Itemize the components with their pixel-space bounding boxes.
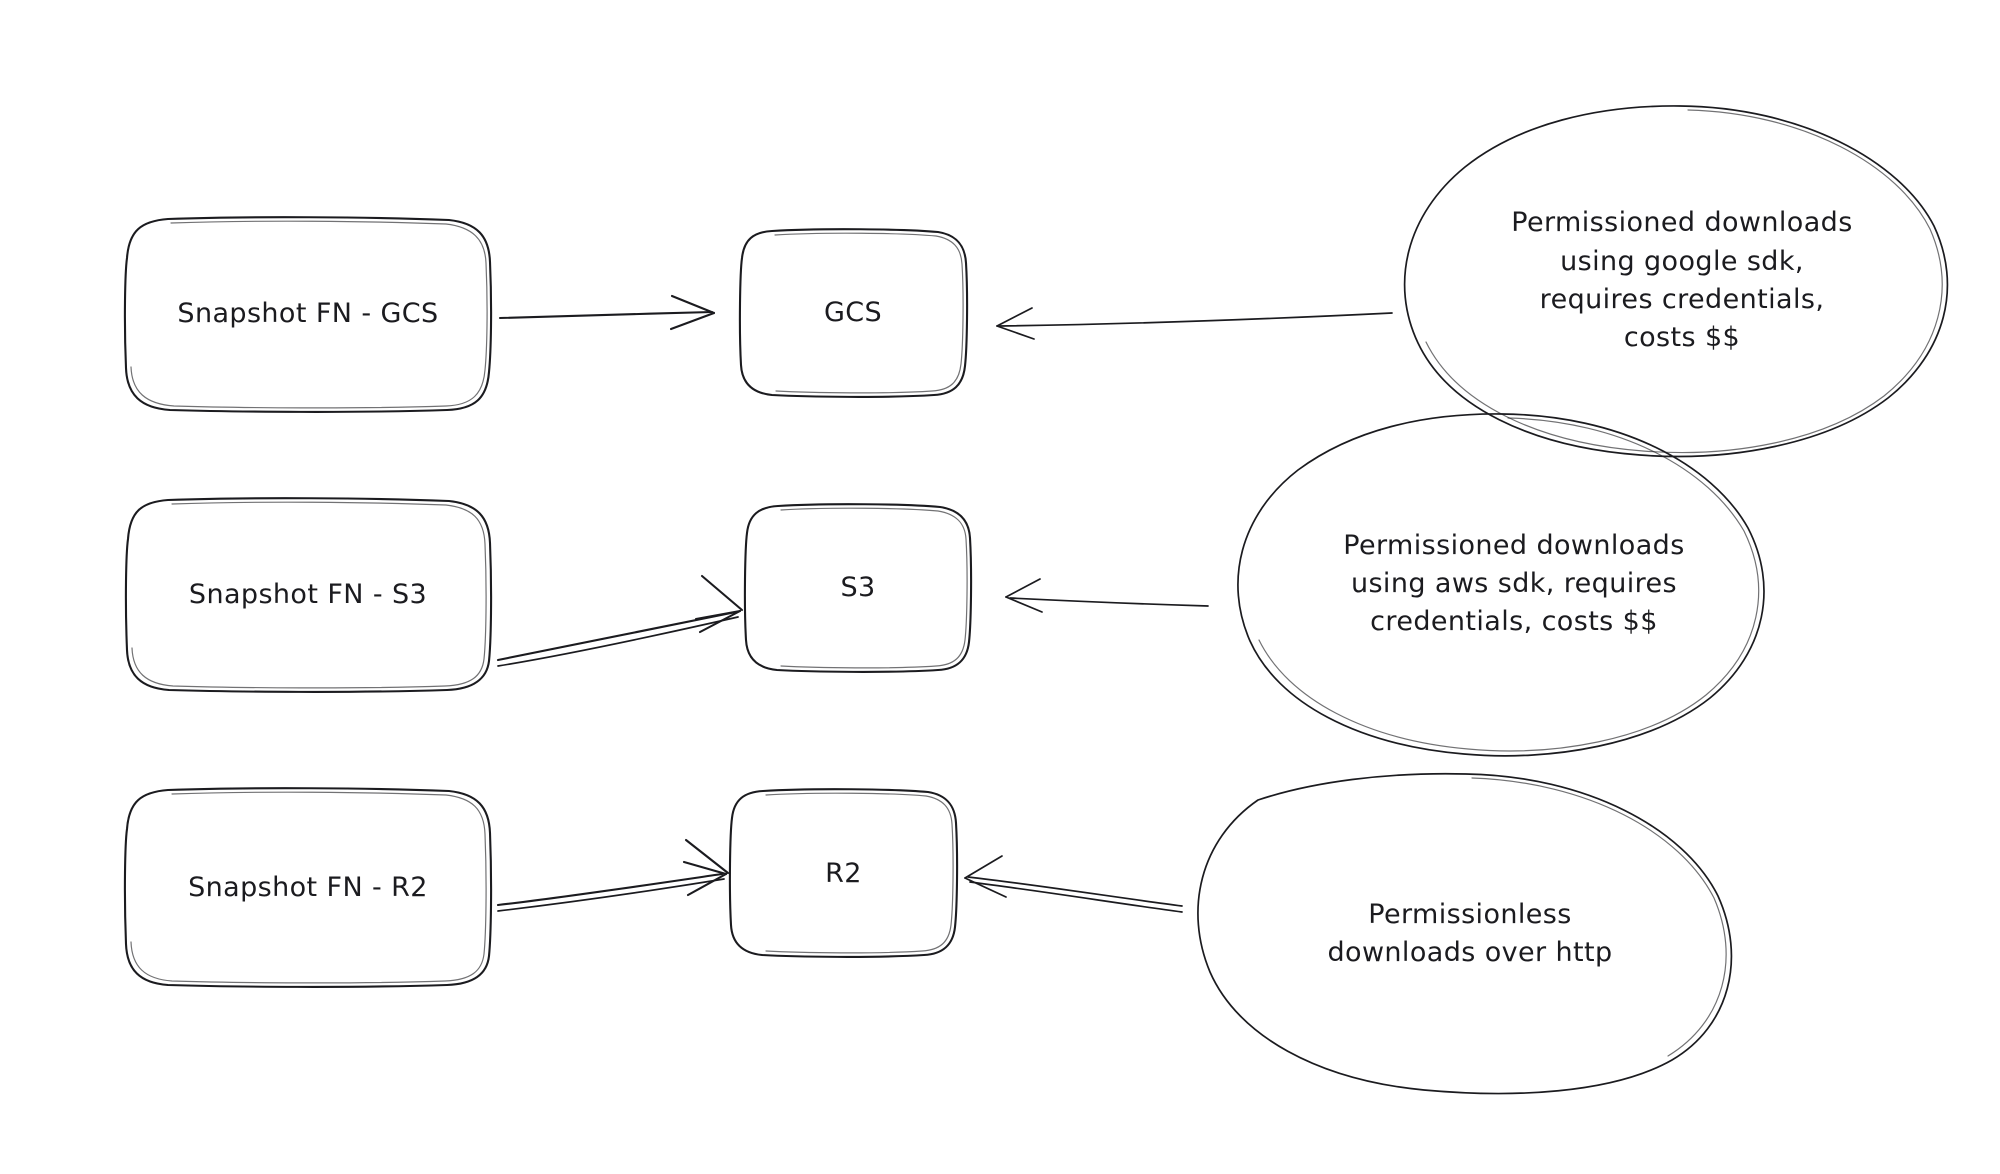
row-r2-note-ellipse[interactable] xyxy=(1197,772,1733,1095)
row-r2-note-arrow xyxy=(964,855,1183,913)
row-s3-note-ellipse[interactable] xyxy=(1237,413,1765,757)
row-gcs-target-box[interactable] xyxy=(738,228,969,398)
row-r2-source-box[interactable] xyxy=(123,787,493,988)
row-s3-target-box[interactable] xyxy=(743,503,973,673)
row-r2-flow-arrow xyxy=(496,838,730,912)
row-s3-flow-arrow xyxy=(496,574,744,667)
row-r2-target-box[interactable] xyxy=(728,788,959,958)
row-gcs-note-ellipse[interactable] xyxy=(1403,105,1949,458)
row-s3-note-arrow xyxy=(1005,578,1209,613)
row-gcs-source-box[interactable] xyxy=(123,216,493,413)
row-gcs-note-arrow xyxy=(996,307,1393,340)
row-gcs-flow-arrow xyxy=(498,294,716,331)
row-s3-source-box[interactable] xyxy=(124,497,493,693)
